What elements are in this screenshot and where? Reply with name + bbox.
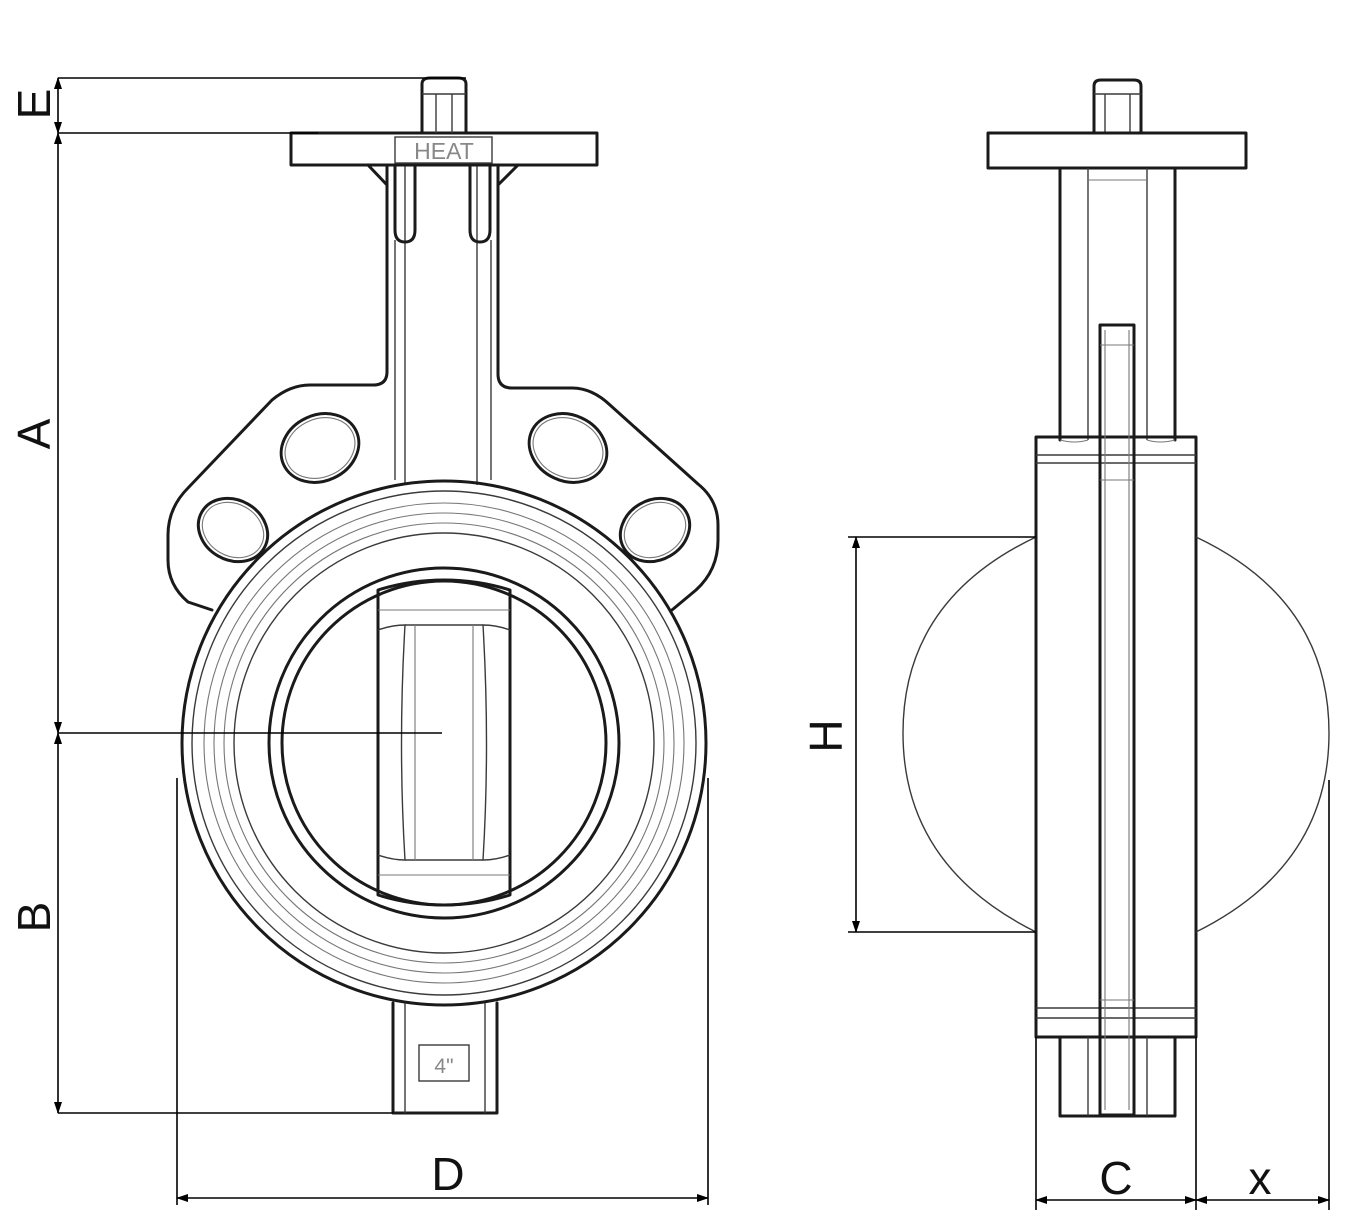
side-neck — [1058, 166, 1177, 442]
side-disc-edge — [1098, 323, 1136, 1117]
dimension-e: E — [8, 77, 466, 134]
dimension-b: B — [8, 732, 393, 1114]
label-e: E — [8, 89, 60, 120]
label-h: H — [800, 719, 852, 752]
neck — [366, 163, 520, 485]
stem-top — [420, 76, 468, 135]
dimension-c: C — [1035, 1037, 1197, 1210]
bolt-holes — [196, 412, 692, 564]
dimension-x: x — [1195, 780, 1330, 1210]
side-body — [1034, 435, 1198, 1039]
side-top-flange — [986, 131, 1248, 170]
label-d: D — [431, 1148, 464, 1200]
size-marking: 4" — [434, 1055, 453, 1078]
dimension-d: D — [176, 778, 709, 1205]
valve-body-lug — [166, 370, 720, 612]
dimension-a: A — [8, 132, 442, 734]
side-stem-top — [1092, 78, 1143, 135]
disc-swing — [902, 536, 1330, 933]
heat-marking: HEAT — [414, 138, 474, 164]
disc-hub — [376, 578, 512, 907]
valve-body-ring — [180, 479, 708, 1007]
front-view: HEAT — [8, 76, 720, 1205]
bottom-stub: 4" — [391, 1001, 499, 1115]
label-x: x — [1249, 1152, 1272, 1204]
label-b: B — [8, 902, 60, 933]
label-a: A — [8, 418, 60, 449]
label-c: C — [1099, 1152, 1132, 1204]
side-bottom-stub — [1058, 1035, 1177, 1118]
side-view: H C x — [800, 78, 1330, 1210]
top-flange: HEAT — [289, 131, 599, 167]
dimension-h: H — [800, 536, 1036, 933]
